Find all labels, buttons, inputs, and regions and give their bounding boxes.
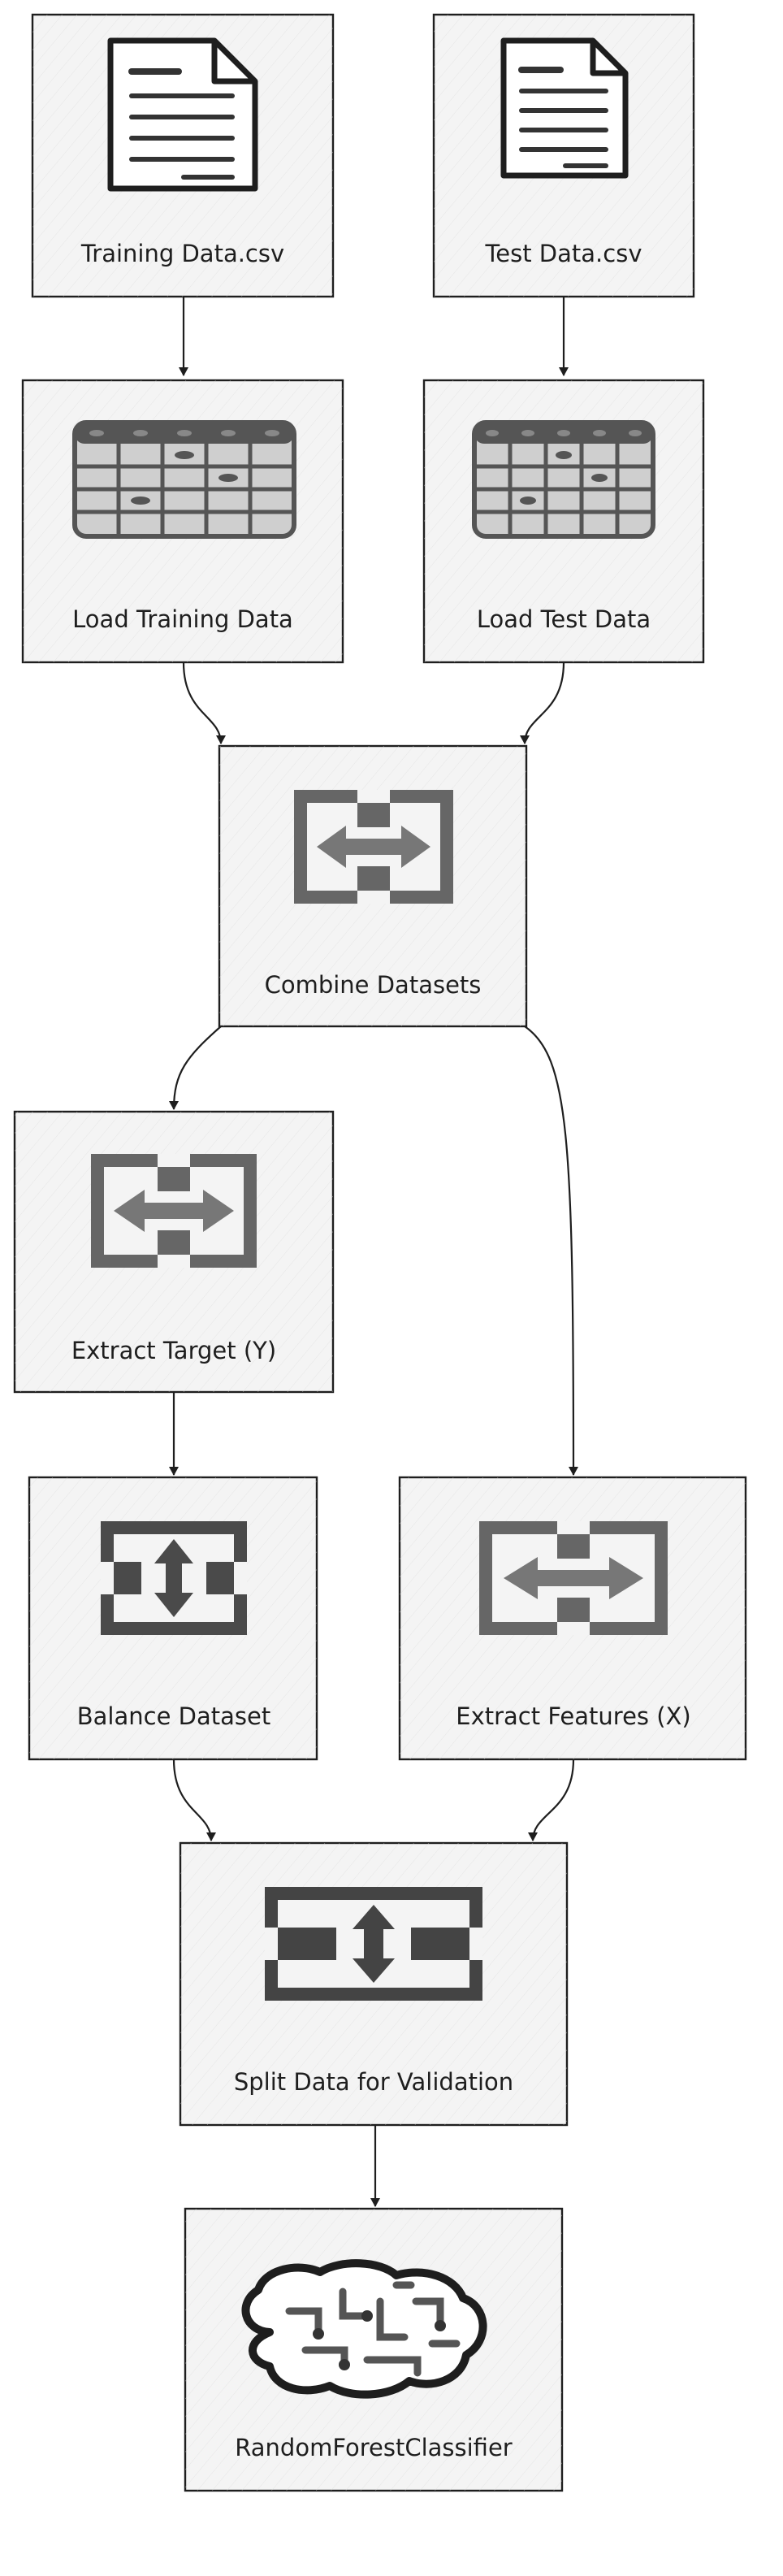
node-label: Training Data.csv	[80, 240, 284, 267]
node-label: Combine Datasets	[265, 971, 482, 999]
node-label: Load Test Data	[477, 605, 651, 633]
edge-load-training-to-combine	[182, 661, 226, 744]
table-icon	[72, 420, 296, 539]
edges	[169, 297, 578, 2207]
node-combine-datasets[interactable]: Combine Datasets	[218, 744, 528, 1028]
node-label: RandomForestClassifier	[235, 2434, 513, 2461]
node-load-training-data[interactable]: Load Training Data	[21, 379, 344, 664]
node-extract-features[interactable]: Extract Features (X)	[398, 1476, 747, 1761]
node-label: Load Training Data	[72, 605, 293, 633]
edge-combine-to-extract-features	[524, 1026, 578, 1476]
transfer-vertical-icon	[101, 1521, 247, 1635]
node-load-test-data[interactable]: Load Test Data	[422, 379, 705, 664]
table-icon	[472, 420, 655, 539]
node-label: Balance Dataset	[77, 1702, 270, 1730]
document-icon	[500, 37, 629, 179]
transfer-vertical-icon	[265, 1887, 482, 2001]
node-training-data-csv[interactable]: Training Data.csv	[31, 13, 335, 298]
brain-icon	[241, 2259, 487, 2399]
transfer-horizontal-icon	[479, 1521, 668, 1635]
node-split-data[interactable]: Split Data for Validation	[179, 1841, 569, 2127]
document-icon	[107, 37, 258, 192]
transfer-horizontal-icon	[294, 790, 453, 904]
node-balance-dataset[interactable]: Balance Dataset	[28, 1476, 318, 1761]
edge-features-to-split	[528, 1759, 575, 1841]
transfer-horizontal-icon	[91, 1154, 257, 1268]
node-random-forest[interactable]: RandomForestClassifier	[184, 2207, 564, 2492]
node-test-data-csv[interactable]: Test Data.csv	[432, 13, 695, 298]
edge-load-test-to-combine	[520, 661, 565, 744]
node-label: Extract Target (Y)	[71, 1337, 276, 1364]
node-label: Extract Features (X)	[456, 1702, 691, 1730]
edge-combine-to-extract-target	[169, 1026, 222, 1110]
node-label: Test Data.csv	[484, 240, 642, 267]
node-extract-target[interactable]: Extract Target (Y)	[13, 1110, 335, 1394]
edge-balance-to-split	[172, 1759, 216, 1841]
node-label: Split Data for Validation	[234, 2068, 513, 2096]
